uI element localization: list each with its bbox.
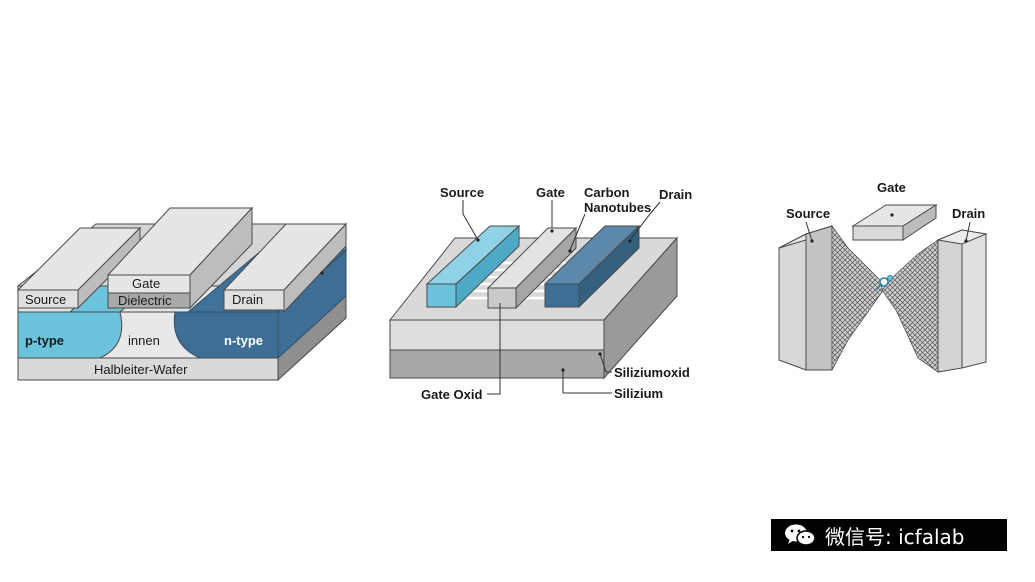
dot-silicon-oxide <box>598 352 602 356</box>
dielectric-label: Dielectric <box>118 293 172 308</box>
leader-silicon-oxide <box>599 353 612 373</box>
p-type-label: p-type <box>25 333 64 348</box>
wechat-icon <box>785 524 816 546</box>
dot-drain <box>628 239 632 243</box>
inner-label: innen <box>128 333 160 348</box>
nano-drain-front <box>961 229 987 369</box>
nano-gate-front <box>852 225 904 241</box>
nano-drain-top <box>936 229 988 245</box>
gate-label: Gate <box>132 276 160 291</box>
drain-label: Drain <box>232 292 263 307</box>
nano-source-mesh <box>831 224 883 371</box>
dot-nano-gate <box>890 213 894 217</box>
silicon-label: Silizium <box>614 386 663 401</box>
nano-source-front <box>778 233 807 371</box>
cnt-source-front <box>426 283 457 308</box>
dot-nanotubes <box>568 249 572 253</box>
silicon-oxide-label: Siliziumoxid <box>614 365 690 380</box>
nano-drain-label: Drain <box>952 206 985 221</box>
leader-nanotubes <box>569 213 586 251</box>
silicon-oxide-layer <box>389 319 605 351</box>
cnt-gate-label: Gate <box>536 185 565 200</box>
panel-nanogap: Source Gate Drain <box>778 180 988 373</box>
cnt-drain-label: Drain <box>659 187 692 202</box>
silicon-layer <box>389 349 605 379</box>
leader-silicon <box>562 370 612 394</box>
gate-oxide-label: Gate Oxid <box>421 387 482 402</box>
nano-gate-label: Gate <box>877 180 906 195</box>
n-type-label: n-type <box>224 333 263 348</box>
panel-cnt-fet: Source Gate Carbon Nanotubes Drain Gate … <box>388 185 692 402</box>
source-block-front <box>17 289 79 309</box>
nano-source-label: Source <box>786 206 830 221</box>
wafer-label: Halbleiter-Wafer <box>94 362 188 377</box>
watermark-badge: 微信号: icfalab <box>771 519 1007 551</box>
leader-nano-drain <box>965 221 971 242</box>
molecule-icon <box>875 275 893 291</box>
source-label: Source <box>25 292 66 307</box>
drain-contact-dot <box>320 271 324 275</box>
dot-source <box>476 238 480 242</box>
cnt-nanotubes-label-2: Nanotubes <box>584 200 651 215</box>
leader-source <box>462 200 479 241</box>
nano-drain-side <box>937 229 963 373</box>
panel-mosfet: Source Gate Dielectric Drain p-type inne… <box>16 206 348 382</box>
cnt-source-label: Source <box>440 185 484 200</box>
wafer-bottom <box>17 357 279 381</box>
cnt-gate-front <box>487 287 517 309</box>
drain-block-front <box>223 289 285 311</box>
cnt-drain-front <box>544 283 580 308</box>
leader-gate-oxide <box>487 303 501 395</box>
cnt-nanotubes-label-1: Carbon <box>584 185 630 200</box>
watermark-text: 微信号: icfalab <box>825 524 965 549</box>
dot-gate <box>550 229 554 233</box>
leader-nano-source <box>805 221 813 242</box>
nano-drain-mesh <box>881 239 939 373</box>
dot-silicon <box>561 368 565 372</box>
leader-drain <box>629 201 661 241</box>
dielectric-layer <box>107 292 191 309</box>
nano-source-side <box>805 225 833 371</box>
